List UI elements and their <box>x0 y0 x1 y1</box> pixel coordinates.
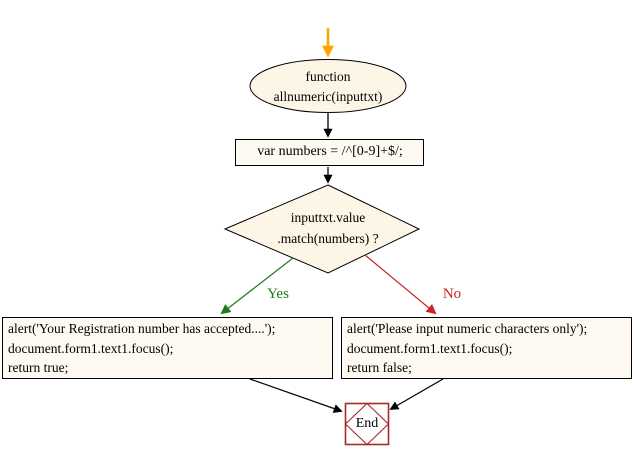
end-node-shape <box>344 402 390 446</box>
accept-node-shape <box>2 317 333 379</box>
declare-node: var numbers = /^[0-9]+$/; <box>236 139 424 165</box>
start-node-shape <box>249 59 407 113</box>
end-node-label: End <box>355 416 379 431</box>
end-node-inner-diamond <box>344 402 390 446</box>
start-node: function allnumeric(inputtxt) <box>250 61 406 113</box>
decision-node-line: .match(numbers) ? <box>277 231 379 246</box>
reject-code-line: return false; <box>347 360 412 375</box>
accept-code-line: return true; <box>8 360 69 375</box>
end-node: End <box>345 403 389 445</box>
accept-code-line: document.form1.text1.focus(); <box>8 340 174 356</box>
start-node-line: allnumeric(inputtxt) <box>273 89 383 104</box>
decision-node-shape <box>223 184 421 274</box>
decision-node-line: inputtxt.value <box>290 210 366 225</box>
start-node-line: function <box>305 69 351 84</box>
reject-node-shape <box>341 317 632 379</box>
no-edge-label: No <box>442 286 462 302</box>
declare-node-label: var numbers = /^[0-9]+$/; <box>257 144 403 159</box>
accept-branch-node: alert('Your Registration number has acce… <box>3 318 341 380</box>
reject-branch-node: alert('Please input numeric characters o… <box>342 318 638 380</box>
edge-reject-end <box>389 378 444 410</box>
accept-code-line: alert('Your Registration number has acce… <box>8 321 276 336</box>
edge-no <box>364 254 437 315</box>
yes-edge-label: Yes <box>267 286 289 302</box>
reject-code-line: alert('Please input numeric characters o… <box>347 321 588 336</box>
edge-accept-end <box>249 378 343 413</box>
declare-node-shape <box>235 139 424 166</box>
decision-node: inputtxt.value .match(numbers) ? <box>248 207 408 249</box>
reject-code-line: document.form1.text1.focus(); <box>347 340 513 356</box>
edge-yes <box>220 257 294 315</box>
